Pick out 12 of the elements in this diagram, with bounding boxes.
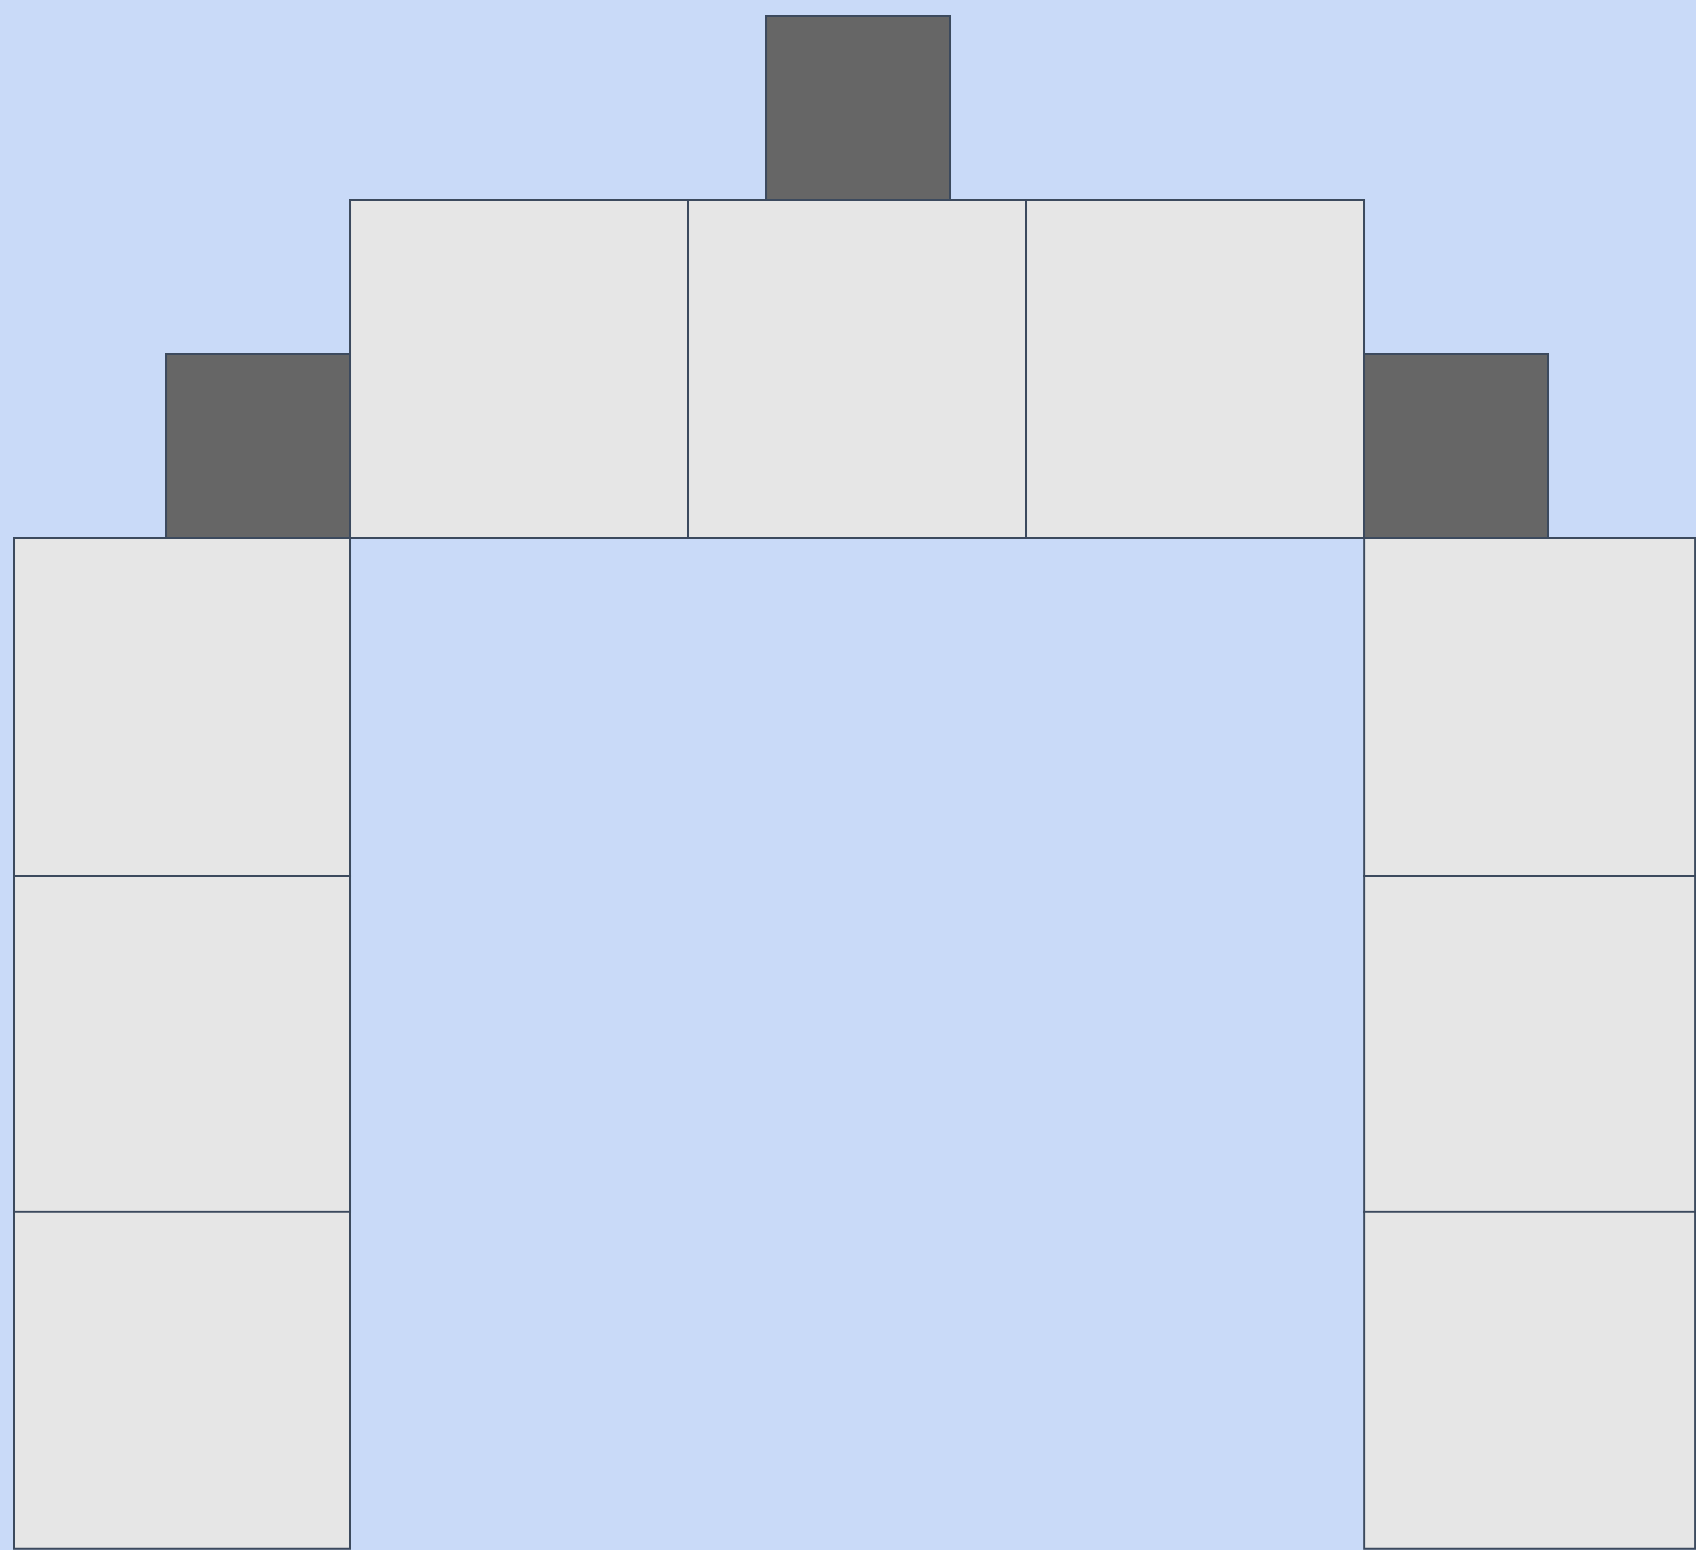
box [13,1210,351,1550]
box [13,874,351,1213]
box [1363,352,1549,539]
box [687,198,1027,539]
box [165,352,351,539]
box [1363,874,1696,1213]
box [349,198,689,539]
box [765,14,951,201]
box [1363,536,1696,877]
box [1025,198,1365,539]
box [1363,1210,1696,1550]
box [13,536,351,877]
